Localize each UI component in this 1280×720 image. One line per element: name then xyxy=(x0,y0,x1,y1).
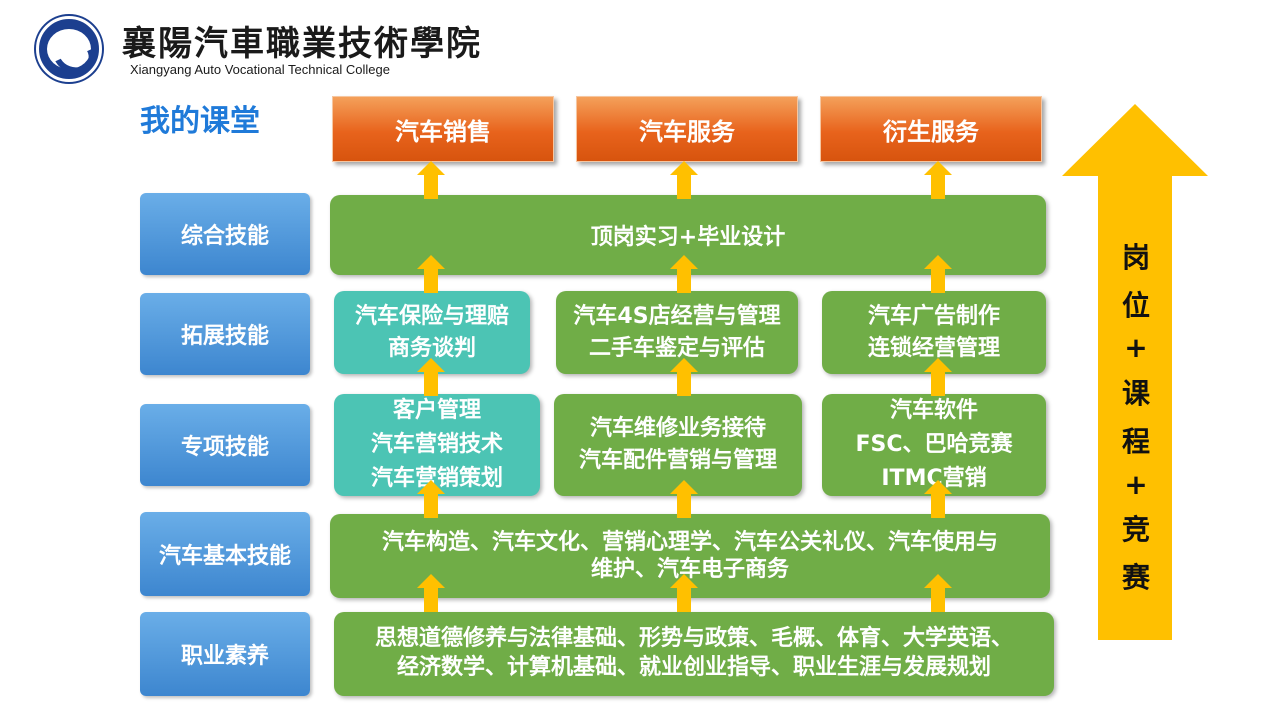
category-quality: 职业素养 xyxy=(140,612,310,696)
college-logo xyxy=(36,16,102,82)
special-2-line-2: 汽车配件营销与管理 xyxy=(578,448,777,473)
page-title: 我的课堂 xyxy=(140,104,260,139)
category-expansion: 拓展技能 xyxy=(140,293,310,375)
top-box-car-sales: 汽车销售 xyxy=(332,96,554,162)
side-char: 程 xyxy=(1121,424,1150,458)
expansion-1-line-1: 汽车保险与理赔 xyxy=(354,303,509,329)
up-arrow-icon xyxy=(417,480,445,518)
special-1-line-1: 客户管理 xyxy=(392,397,481,423)
side-char: 位 xyxy=(1121,288,1150,322)
special-3-line-2: FSC、巴哈竞赛 xyxy=(855,431,1013,457)
expansion-box-1: 汽车保险与理赔 商务谈判 xyxy=(334,291,530,374)
up-arrow-icon xyxy=(924,574,952,612)
expansion-1-line-2: 商务谈判 xyxy=(387,335,476,361)
up-arrow-icon xyxy=(417,255,445,293)
up-arrow-icon xyxy=(924,255,952,293)
quality-line-1: 思想道德修养与法律基础、形势与政策、毛概、体育、大学英语、 xyxy=(374,626,1013,652)
up-arrow-icon xyxy=(924,161,952,199)
special-3-line-1: 汽车软件 xyxy=(889,397,978,423)
top-box-car-service: 汽车服务 xyxy=(576,96,798,162)
side-char: + xyxy=(1124,331,1148,365)
up-arrow-icon xyxy=(417,574,445,612)
side-char: 竞 xyxy=(1121,513,1150,547)
special-1-line-2: 汽车营销技术 xyxy=(370,431,503,457)
up-arrow-icon xyxy=(670,255,698,293)
quality-line-2: 经济数学、计算机基础、就业创业指导、职业生涯与发展规划 xyxy=(396,655,991,680)
college-name-en: Xiangyang Auto Vocational Technical Coll… xyxy=(130,62,390,77)
category-comprehensive: 综合技能 xyxy=(140,193,310,275)
expansion-3-line-1: 汽车广告制作 xyxy=(867,303,1000,329)
expansion-3-line-2: 连锁经营管理 xyxy=(867,335,1000,361)
up-arrow-icon xyxy=(670,574,698,612)
expansion-2-line-2: 二手车鉴定与评估 xyxy=(588,335,765,361)
up-arrow-icon xyxy=(417,358,445,396)
up-arrow-icon xyxy=(924,358,952,396)
up-arrow-icon xyxy=(417,161,445,199)
side-char: 课 xyxy=(1121,377,1150,411)
top-box-derived-service: 衍生服务 xyxy=(820,96,1042,162)
big-up-arrow-icon xyxy=(1062,104,1208,640)
category-special: 专项技能 xyxy=(140,404,310,486)
basic-line-1: 汽车构造、汽车文化、营销心理学、汽车公关礼仪、汽车使用与 xyxy=(381,529,998,555)
expansion-box-3: 汽车广告制作 连锁经营管理 xyxy=(822,291,1046,374)
expansion-2-line-1: 汽车4S店经营与管理 xyxy=(573,303,781,329)
up-arrow-icon xyxy=(670,480,698,518)
side-vertical-text: 岗 位 + 课 程 + 竞 赛 xyxy=(1096,236,1176,596)
up-arrow-icon xyxy=(670,358,698,396)
logo-inner xyxy=(47,29,91,69)
up-arrow-icon xyxy=(670,161,698,199)
special-box-2: 汽车维修业务接待 汽车配件营销与管理 xyxy=(554,394,802,496)
side-char: 岗 xyxy=(1121,241,1150,274)
side-char: + xyxy=(1124,467,1148,501)
special-2-line-1: 汽车维修业务接待 xyxy=(589,416,766,442)
basic-line-2: 维护、汽车电子商务 xyxy=(590,557,789,582)
college-name-cn: 襄陽汽車職業技術學院 xyxy=(122,24,482,64)
side-char: 赛 xyxy=(1121,560,1150,594)
quality-box: 思想道德修养与法律基础、形势与政策、毛概、体育、大学英语、 经济数学、计算机基础… xyxy=(334,612,1054,696)
expansion-box-2: 汽车4S店经营与管理 二手车鉴定与评估 xyxy=(556,291,798,374)
special-box-3: 汽车软件 FSC、巴哈竞赛 ITMC营销 xyxy=(822,394,1046,496)
up-arrow-icon xyxy=(924,480,952,518)
category-basic: 汽车基本技能 xyxy=(140,512,310,596)
